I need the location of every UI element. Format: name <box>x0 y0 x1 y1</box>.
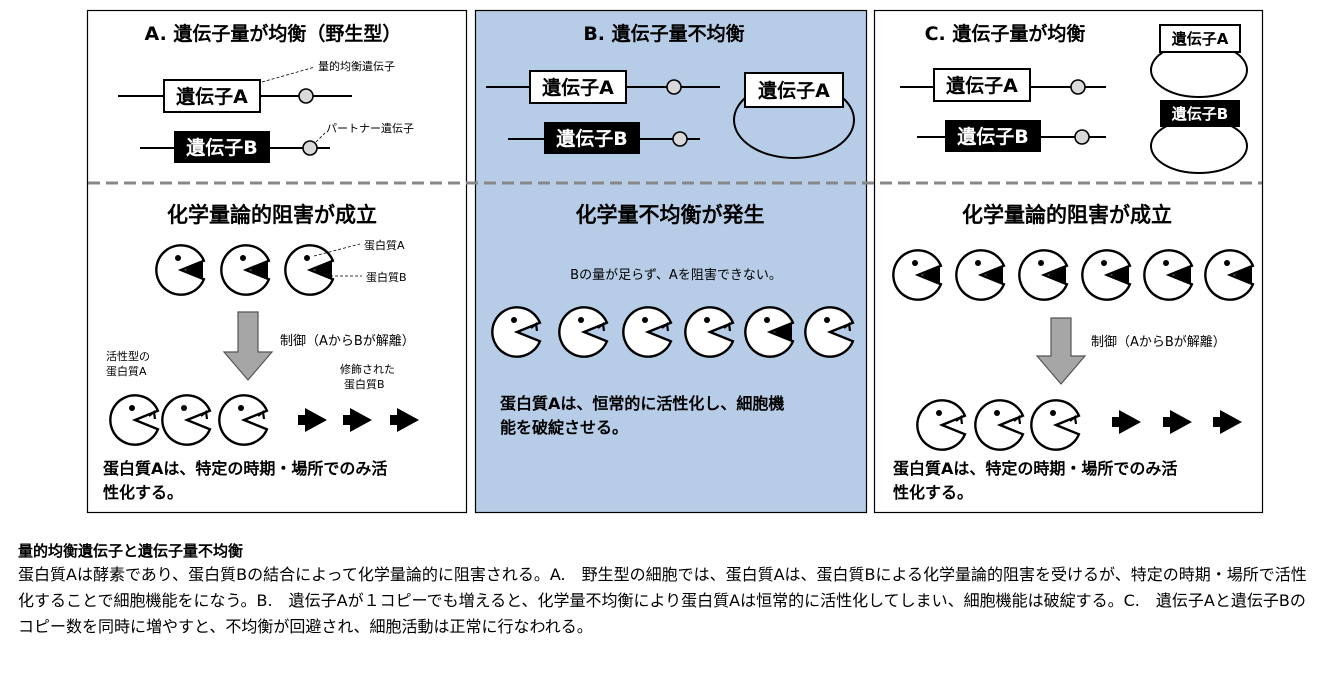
complex-ab <box>955 249 1006 301</box>
complex-ab <box>1081 249 1132 301</box>
active-label-line2: 蛋白質A <box>106 364 147 378</box>
panel-a-description-line1: 蛋白質Aは、特定の時期・場所でのみ活 <box>103 459 387 478</box>
callout-dosage-line <box>261 66 316 83</box>
gene-b-site <box>1074 129 1090 145</box>
extra-gene-b-box <box>1160 100 1240 127</box>
label-a-line <box>313 243 361 257</box>
extra-gene-a-box <box>1159 24 1241 53</box>
panel-b-description-line2: 能を破綻させる。 <box>500 418 628 437</box>
extra-gene-a-label: 遺伝子A <box>1171 30 1229 48</box>
complex-ab <box>892 249 943 301</box>
callout-partner: パートナー遺伝子 <box>326 121 414 135</box>
panel-b-description-line1: 蛋白質Aは、恒常的に活性化し、細胞機 <box>500 394 784 413</box>
extra-gene-a-label: 遺伝子A <box>758 79 830 102</box>
gene-a-label: 遺伝子A <box>176 85 248 108</box>
gene-a-site <box>298 88 314 104</box>
panel-b-section-title: 化学量不均衡が発生 <box>576 203 765 227</box>
panel-a-description-line2: 性化する。 <box>103 483 183 502</box>
gene-b-site <box>302 140 318 156</box>
gene-a-box <box>529 70 627 104</box>
complex-ab <box>1143 249 1194 301</box>
gene-b-label: 遺伝子B <box>957 125 1028 148</box>
gene-b-box <box>945 120 1041 152</box>
panel-b-title: B. 遺伝子量不均衡 <box>583 22 744 45</box>
callout-dosage: 量的均衡遺伝子 <box>318 59 395 73</box>
panel-a-title: A. 遺伝子量が均衡（野生型） <box>145 22 402 45</box>
gene-a-label: 遺伝子A <box>946 74 1018 97</box>
gene-b-box <box>174 131 270 163</box>
panel-c-description-line1: 蛋白質Aは、特定の時期・場所でのみ活 <box>893 459 1177 478</box>
extra-gene-a-box <box>744 72 844 108</box>
control-label: 制御（AからBが解離） <box>280 334 415 349</box>
gene-b-label: 遺伝子B <box>186 136 257 159</box>
panel-b-note: Bの量が足らず、Aを阻害できない。 <box>570 267 782 283</box>
modified-label-line1: 修飾された <box>340 362 395 376</box>
panel-a-section-title: 化学量論的阻害が成立 <box>167 203 377 227</box>
complex-ab <box>220 244 271 296</box>
figure-caption: 量的均衡遺伝子と遺伝子量不均衡 蛋白質Aは酵素であり、蛋白質Bの結合によって化学… <box>18 540 1308 640</box>
gene-b-site <box>672 131 688 147</box>
gene-b-label: 遺伝子B <box>556 127 627 150</box>
callout-partner-line <box>315 131 327 143</box>
gene-a-box <box>163 79 261 113</box>
modified-label-line2: 蛋白質B <box>344 377 385 391</box>
label-protein-b: 蛋白質B <box>366 270 407 284</box>
complex-ab <box>155 244 206 296</box>
gene-a-site <box>666 79 682 95</box>
panel-c-description-line2: 性化する。 <box>893 483 973 502</box>
complex-ab <box>1018 249 1069 301</box>
gene-a-label: 遺伝子A <box>542 76 614 99</box>
control-arrow <box>222 311 274 381</box>
control-label: 制御（AからBが解離） <box>1091 335 1226 350</box>
gene-a-box <box>933 68 1031 102</box>
complex-ab <box>1204 249 1255 301</box>
caption-body: 蛋白質Aは酵素であり、蛋白質Bの結合によって化学量論的に阻害される。A. 野生型… <box>18 565 1307 636</box>
active-label-line1: 活性型の <box>106 349 150 363</box>
gene-a-site <box>1070 79 1086 95</box>
panel-c-title: C. 遺伝子量が均衡 <box>925 22 1086 45</box>
extra-gene-b-label: 遺伝子B <box>1171 105 1228 123</box>
label-protein-a: 蛋白質A <box>364 238 405 252</box>
caption-title: 量的均衡遺伝子と遺伝子量不均衡 <box>18 542 244 560</box>
gene-b-box <box>544 122 640 154</box>
complex-ab <box>744 306 795 358</box>
control-arrow <box>1035 317 1087 385</box>
panel-c-section-title: 化学量論的阻害が成立 <box>962 203 1172 227</box>
figure: A. 遺伝子量が均衡（野生型） 遺伝子A 量的均衡遺伝子 遺伝子B パートナー遺… <box>86 9 1264 514</box>
